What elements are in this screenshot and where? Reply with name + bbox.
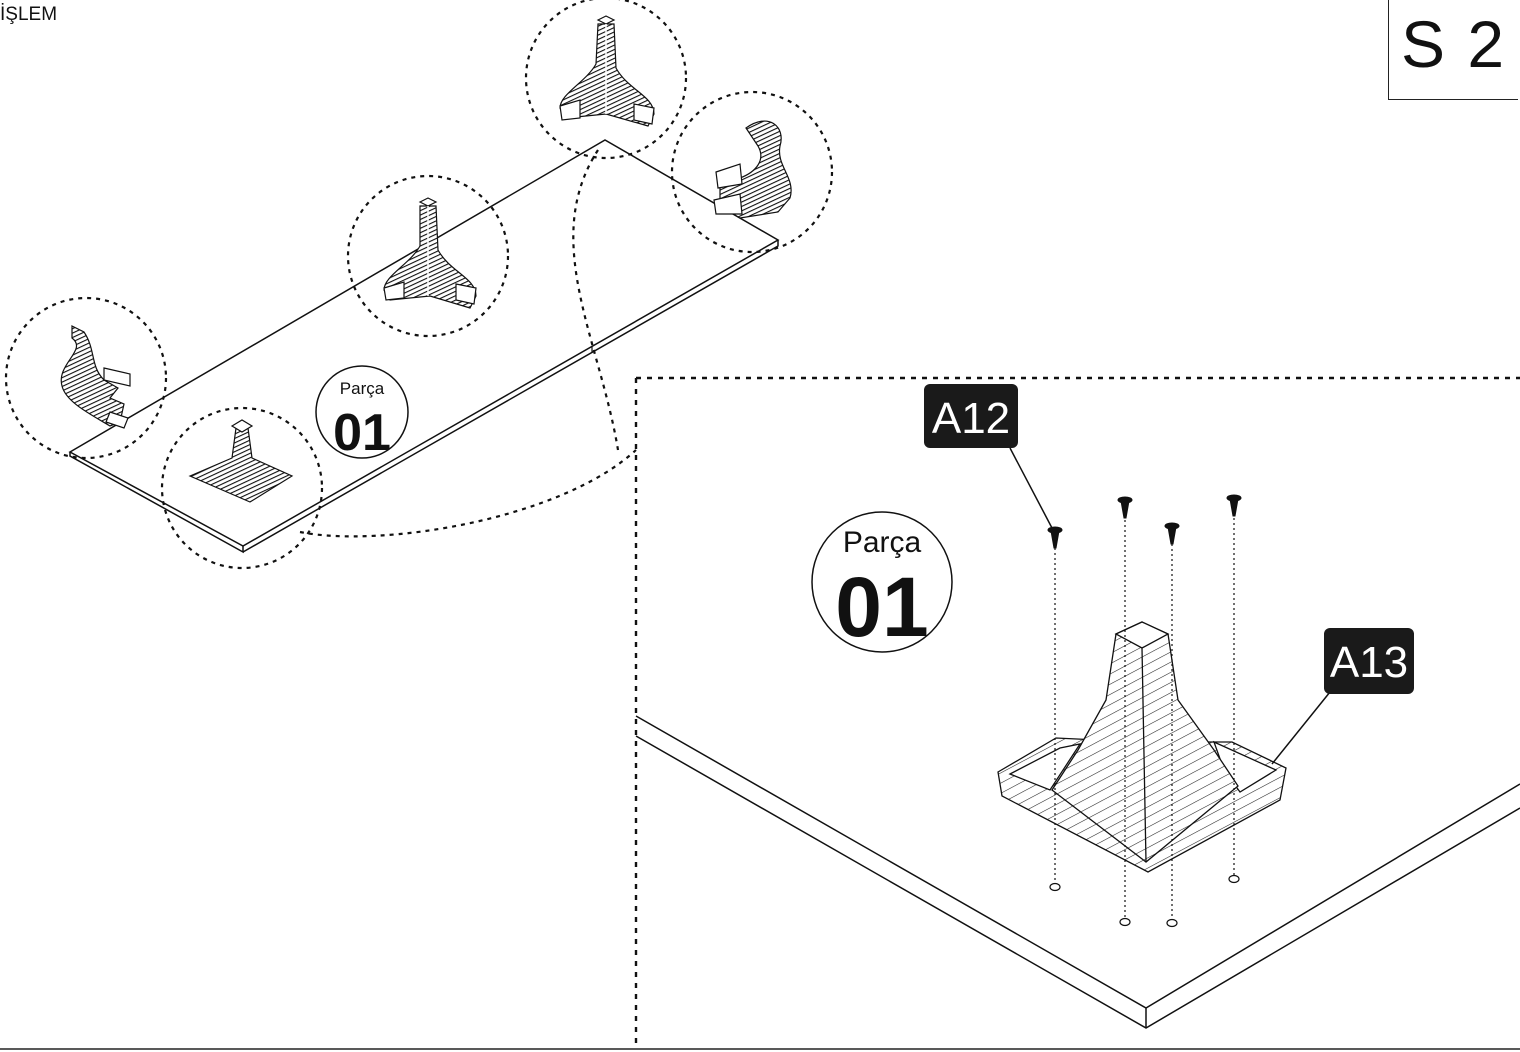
overview-part-tag: Parça 01: [315, 365, 409, 462]
step-title: İŞLEM: [0, 4, 58, 25]
detail-part-number: 01: [835, 560, 928, 654]
corner-bracket-label: A13: [1324, 628, 1414, 694]
corner-bracket-label-text: A13: [1330, 638, 1408, 687]
step-number: S 2: [1401, 7, 1507, 81]
overview-callout-circles: [4, 0, 834, 570]
screw-hole-icon: [1049, 874, 1240, 928]
screw-label: A12: [924, 384, 1018, 448]
leg-bracket-icon: [997, 621, 1287, 873]
label-leaders: [1009, 447, 1331, 765]
overview-part-number: 01: [333, 404, 391, 462]
detail-part-prefix: Parça: [843, 526, 922, 559]
corner-bracket-icon: [60, 15, 792, 503]
screw-icon: [1047, 494, 1242, 549]
screw-guides: [1054, 518, 1235, 920]
detail-frame: [634, 376, 1520, 1049]
detail-tabletop: [635, 715, 1520, 1029]
detail-part-tag: Parça 01: [811, 511, 953, 654]
screw-label-text: A12: [932, 394, 1010, 443]
step-number-badge: S 2: [1388, 0, 1518, 100]
overview-part-prefix: Parça: [340, 379, 385, 398]
